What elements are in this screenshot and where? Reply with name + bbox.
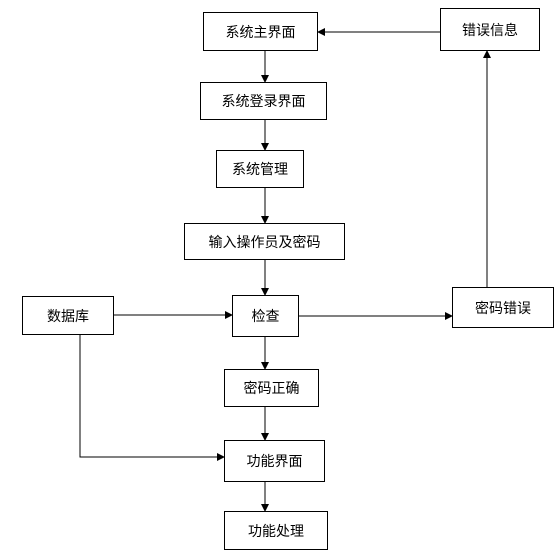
node-main: 系统主界面 [203,12,318,51]
node-function-process: 功能处理 [224,511,328,550]
node-error-info: 错误信息 [440,8,540,51]
node-login: 系统登录界面 [200,82,327,120]
node-input-credentials: 输入操作员及密码 [184,223,345,260]
node-management: 系统管理 [216,150,304,188]
node-password-correct: 密码正确 [224,369,319,407]
flowchart-edges [79,28,491,512]
node-database: 数据库 [22,296,114,335]
node-password-wrong: 密码错误 [452,287,554,328]
node-function-ui: 功能界面 [224,440,325,482]
edge-db-to-func [79,335,225,461]
node-check: 检查 [232,295,299,337]
